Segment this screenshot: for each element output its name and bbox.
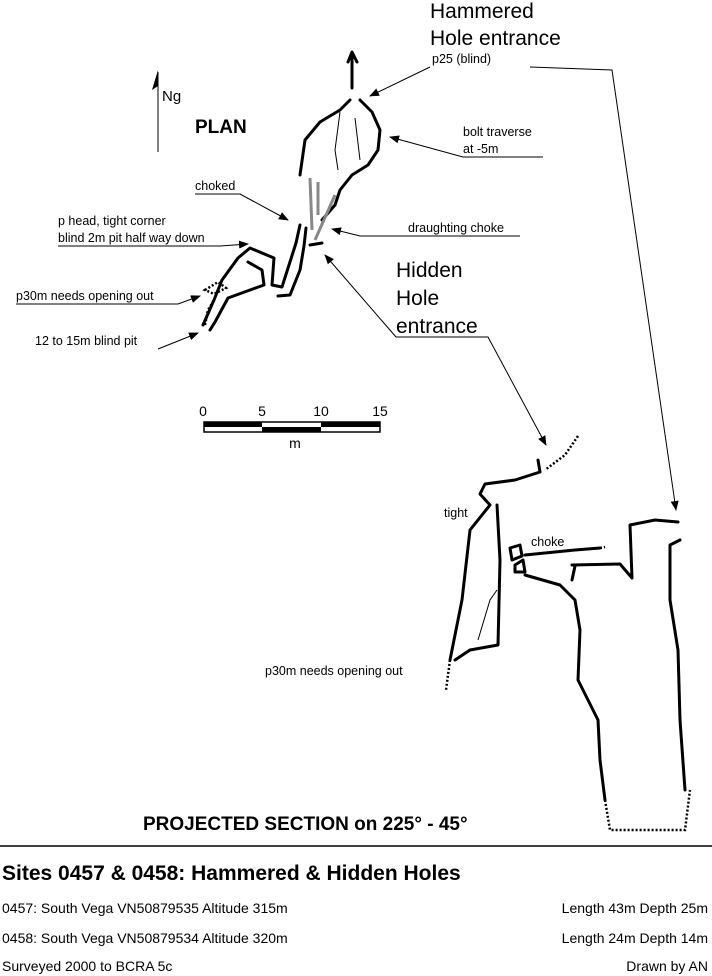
bolt-traverse-label-1: bolt traverse [463, 125, 532, 139]
hidden-label-3: entrance [396, 315, 478, 338]
choked-label: choked [195, 179, 235, 193]
site-0458-info: 0458: South Vega VN50879534 Altitude 320… [2, 930, 288, 946]
scale-tick-5: 5 [258, 403, 266, 419]
plan-title: PLAN [195, 117, 247, 138]
p30m-plan-label: p30m needs opening out [16, 289, 154, 303]
site-0457-info: 0457: South Vega VN50879535 Altitude 315… [2, 900, 288, 916]
choke-label: choke [531, 535, 564, 549]
footer-title: Sites 0457 & 0458: Hammered & Hidden Hol… [2, 862, 461, 885]
surveyed-info: Surveyed 2000 to BCRA 5c [2, 958, 172, 974]
section-cave-outline [444, 435, 692, 832]
site-0457-stats: Length 43m Depth 25m [562, 900, 708, 916]
hammered-label-2: Hole entrance [430, 27, 561, 50]
scale-tick-15: 15 [372, 403, 388, 419]
p-head-label-1: p head, tight corner [58, 214, 166, 228]
p25-label: p25 (blind) [432, 52, 491, 66]
plan-cave-outline [201, 50, 382, 332]
drawn-by: Drawn by AN [626, 958, 708, 974]
hammered-label-1: Hammered [430, 0, 534, 23]
blind-pit-label: 12 to 15m blind pit [35, 334, 138, 348]
north-arrow-icon [152, 70, 159, 152]
scale-tick-10: 10 [313, 403, 329, 419]
hidden-label-2: Hole [396, 287, 439, 310]
north-label: Ng [162, 88, 181, 105]
scale-bar [203, 421, 381, 433]
tight-label: tight [444, 506, 468, 520]
hidden-label-1: Hidden [396, 259, 463, 282]
scale-tick-0: 0 [199, 403, 207, 419]
p-head-label-2: blind 2m pit half way down [58, 231, 205, 245]
bolt-traverse-label-2: at -5m [463, 142, 498, 156]
p30m-section-label: p30m needs opening out [265, 664, 403, 678]
scale-unit: m [289, 435, 301, 451]
section-title: PROJECTED SECTION on 225° - 45° [143, 814, 468, 835]
site-0458-stats: Length 24m Depth 14m [562, 930, 708, 946]
draughting-choke-label: draughting choke [408, 221, 504, 235]
